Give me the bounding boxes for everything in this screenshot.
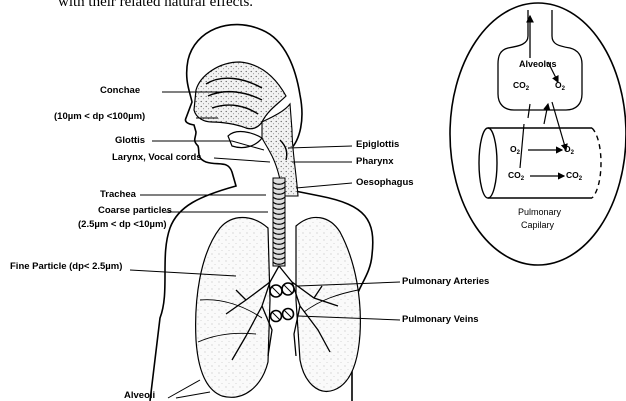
- label-inset-co2-right: CO2: [566, 171, 582, 182]
- label-alveolus: Alveolus: [519, 60, 557, 69]
- label-fine-particle: Fine Particle (dp< 2.5µm): [10, 262, 122, 272]
- label-inset-o2-right: O2: [564, 145, 574, 156]
- label-larynx: Larynx, Vocal cords: [112, 153, 202, 163]
- label-capillary-line1: Pulmonary: [518, 208, 561, 217]
- label-glottis: Glottis: [115, 136, 145, 146]
- label-coarse-particles: Coarse particles: [98, 206, 172, 216]
- label-alveoli: Alveoli: [124, 391, 155, 401]
- label-capillary-line2: Capilary: [521, 221, 554, 230]
- label-inset-o2-top: O2: [555, 81, 565, 92]
- label-pulmonary-veins: Pulmonary Veins: [402, 315, 479, 325]
- label-pulmonary-arteries: Pulmonary Arteries: [402, 277, 489, 287]
- label-epiglottis: Epiglottis: [356, 140, 399, 150]
- label-particle-range-large: (10µm < dp <100µm): [54, 112, 145, 122]
- label-pharynx: Pharynx: [356, 157, 394, 167]
- right-lung-shape: [196, 218, 270, 398]
- label-trachea: Trachea: [100, 190, 136, 200]
- label-coarse-range: (2.5µm < dp <10µm): [78, 220, 167, 230]
- label-oesophagus: Oesophagus: [356, 178, 414, 188]
- label-inset-co2-top: CO2: [513, 81, 529, 92]
- pulmonary-vessels: [270, 283, 294, 322]
- label-inset-o2-left: O2: [510, 145, 520, 156]
- left-lung-shape: [296, 217, 360, 391]
- label-inset-co2-left: CO2: [508, 171, 524, 182]
- label-conchae: Conchae: [100, 86, 140, 96]
